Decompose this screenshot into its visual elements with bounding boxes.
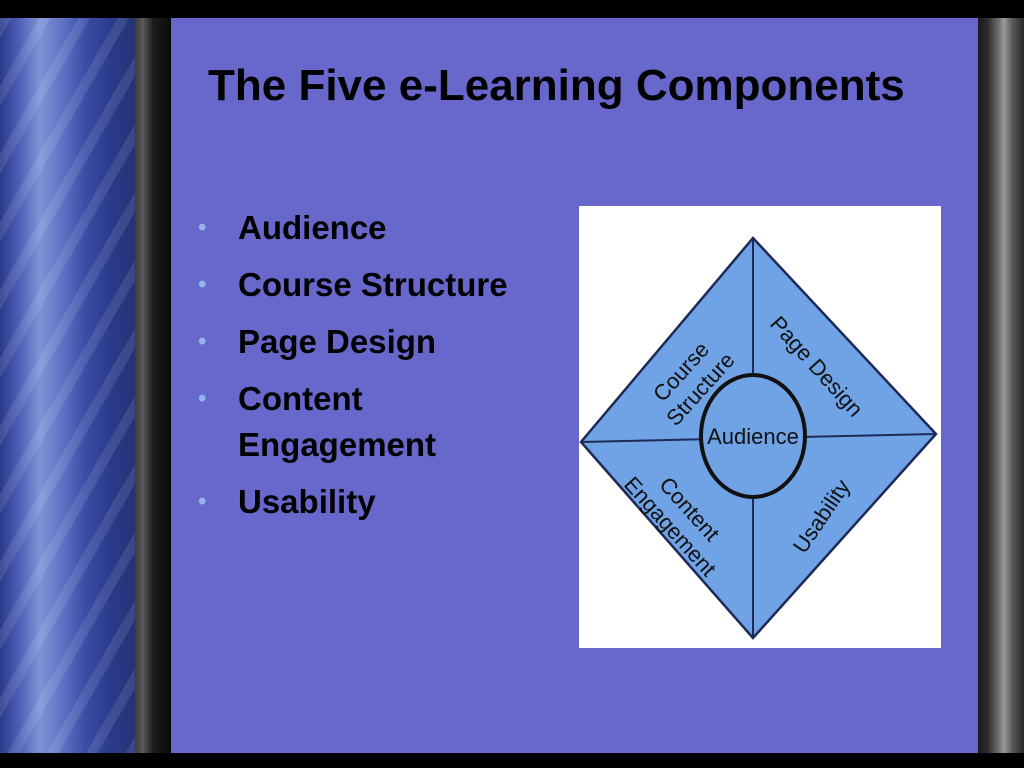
bullet-dot-icon: • — [198, 214, 207, 241]
bullet-text: Page Design — [238, 323, 437, 360]
bullet-text: Audience — [238, 209, 387, 246]
bullet-dot-icon: • — [198, 328, 207, 355]
bullet-dot-icon: • — [198, 385, 207, 412]
bullet-item-content-engagement: • Content Engagement — [196, 376, 536, 468]
components-diagram: Audience Course Structure Page Design Co… — [579, 206, 941, 648]
right-decorative-band — [978, 18, 1024, 753]
bullet-text: Usability — [238, 483, 376, 520]
bullet-item-audience: • Audience — [196, 205, 536, 251]
left-shadow-bar — [135, 18, 171, 753]
slide-title: The Five e-Learning Components — [208, 61, 905, 110]
bullet-text-line-2: Engagement — [238, 426, 437, 463]
bullet-dot-icon: • — [198, 488, 207, 515]
bullet-item-page-design: • Page Design — [196, 319, 536, 365]
bullet-item-usability: • Usability — [196, 479, 536, 525]
audience-label: Audience — [707, 424, 799, 449]
left-decorative-band — [0, 18, 135, 753]
bullet-item-course-structure: • Course Structure — [196, 262, 536, 308]
audience-circle — [699, 373, 807, 499]
bullet-text: Course Structure — [238, 266, 508, 303]
diamond-diagram: Audience Course Structure Page Design Co… — [579, 236, 938, 640]
bullet-text: Content — [238, 380, 363, 417]
bullet-list: • Audience • Course Structure • Page Des… — [196, 205, 536, 536]
bullet-dot-icon: • — [198, 271, 207, 298]
